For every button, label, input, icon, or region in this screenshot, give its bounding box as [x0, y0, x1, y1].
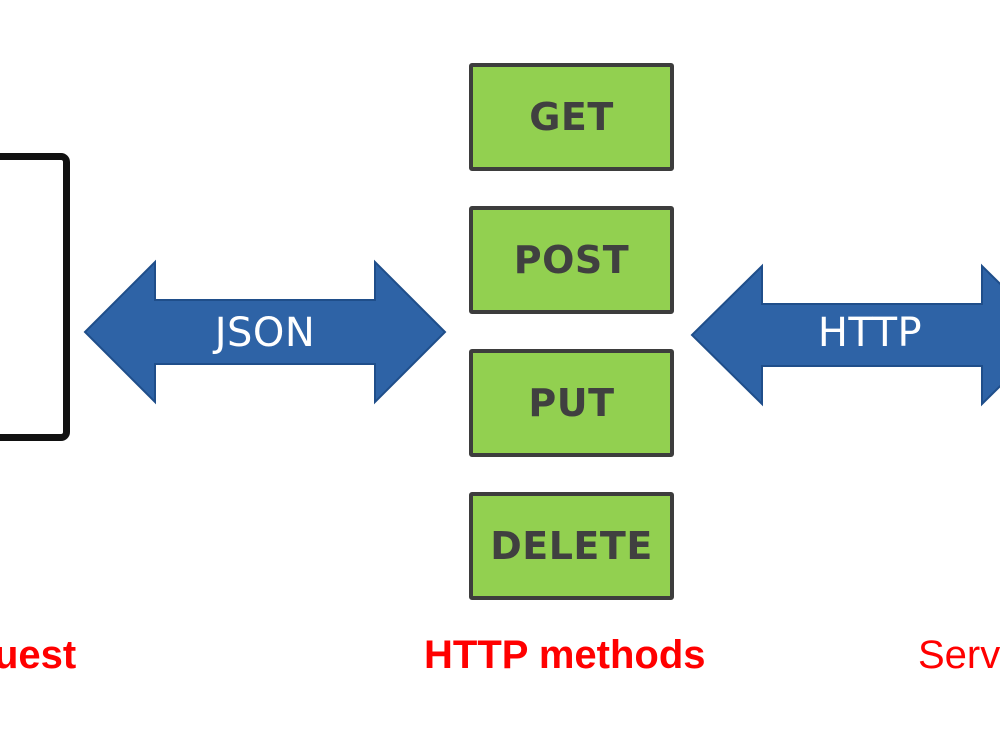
method-label-post: POST — [513, 238, 630, 282]
json-arrow-shape — [83, 259, 447, 405]
http-methods-caption: HTTP methods — [424, 633, 706, 677]
http-double-arrow — [690, 263, 1000, 407]
method-box-post: POST — [469, 206, 674, 314]
http-arrow-label: HTTP — [817, 310, 923, 356]
client-device-frame — [0, 153, 70, 441]
method-box-get: GET — [469, 63, 674, 171]
http-arrow-shape — [690, 263, 1000, 407]
json-arrow-label: JSON — [214, 310, 316, 356]
method-label-put: PUT — [528, 381, 615, 425]
method-label-get: GET — [529, 95, 614, 139]
method-box-put: PUT — [469, 349, 674, 457]
server-caption: Serv — [918, 633, 1000, 677]
json-double-arrow — [83, 259, 447, 405]
method-label-delete: DELETE — [490, 524, 653, 568]
method-box-delete: DELETE — [469, 492, 674, 600]
client-caption: uest — [0, 633, 77, 677]
